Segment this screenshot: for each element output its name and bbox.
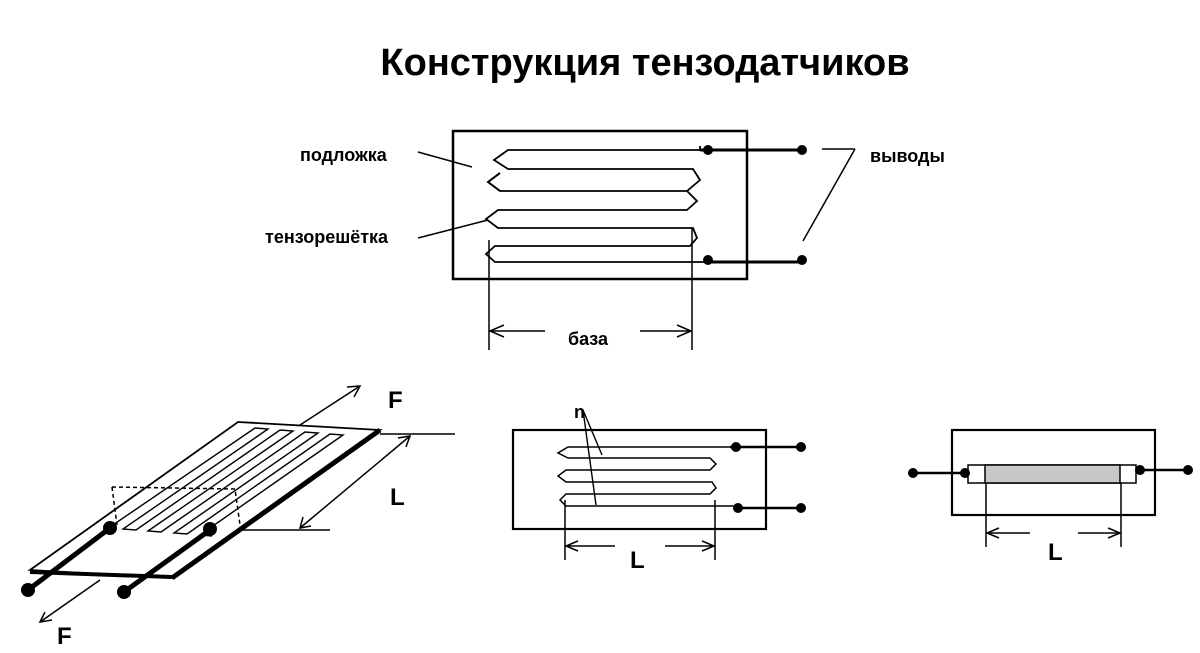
- substrate-rect: [451, 129, 749, 281]
- right-element-resistive: [984, 464, 1121, 484]
- grid-loops: [484, 146, 708, 263]
- substrate-pointer: [417, 151, 473, 168]
- base-arrow-left: [488, 324, 505, 338]
- middle-grid: [556, 446, 738, 507]
- label-leads: выводы: [870, 146, 945, 166]
- leads-pointer-bottom: [802, 148, 856, 242]
- perspective-dashed-area: [111, 486, 241, 526]
- right-gauge: [913, 428, 1188, 547]
- label-length-left: L: [390, 484, 405, 511]
- base-arrow-right: [676, 324, 693, 338]
- top-gauge-terminals: [703, 145, 807, 265]
- perspective-grid: [109, 427, 346, 537]
- force-arrow-top: [299, 385, 361, 426]
- right-terminals: [908, 465, 1193, 478]
- label-turns-n: n: [574, 402, 585, 422]
- turns-pointer-1: [582, 409, 603, 456]
- middle-gauge: [511, 409, 801, 560]
- perspective-lead-left: [26, 526, 112, 592]
- top-gauge: [417, 129, 856, 350]
- turns-pointer-2: [582, 409, 597, 506]
- length-dim: [299, 435, 411, 529]
- page-title: Конструкция тензодатчиков: [380, 42, 909, 84]
- label-length-mid: L: [630, 547, 645, 574]
- perspective-edge-right: [170, 427, 382, 581]
- grid-pointer: [417, 219, 489, 239]
- middle-substrate: [511, 428, 768, 531]
- label-length-right: L: [1048, 539, 1063, 566]
- perspective-lead-right: [122, 527, 212, 595]
- label-grid: тензорешётка: [265, 227, 389, 247]
- label-base: база: [568, 329, 609, 349]
- perspective-gauge: [26, 385, 455, 623]
- label-force-top: F: [388, 387, 403, 414]
- middle-terminals: [731, 442, 806, 513]
- label-substrate: подложка: [300, 145, 388, 165]
- perspective-terminals: [21, 521, 217, 599]
- force-arrow-bottom: [39, 579, 101, 623]
- label-force-bottom: F: [57, 623, 72, 648]
